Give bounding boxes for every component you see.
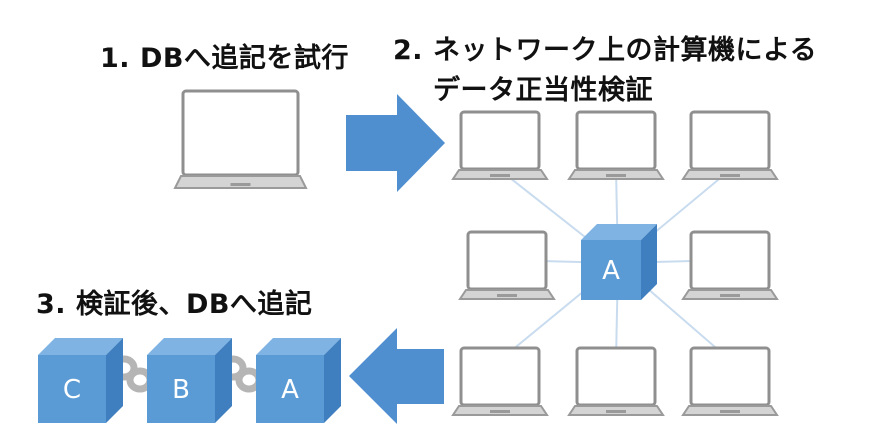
chain-block: A [256, 338, 341, 423]
blocks: A C B A [38, 224, 657, 423]
block-side-face [106, 338, 123, 423]
laptop-trackpad [606, 410, 626, 413]
laptop-node [567, 346, 665, 416]
laptop-trackpad [720, 174, 740, 177]
chain-block: B [147, 338, 232, 423]
laptop-screen [689, 110, 771, 171]
laptop-trackpad [720, 294, 740, 297]
laptop-screen [689, 230, 771, 291]
laptop-trackpad [490, 410, 510, 413]
block-label: A [602, 256, 620, 286]
block-front-face [147, 355, 215, 423]
step3-label: 3. 検証後、DBへ追記 [36, 289, 313, 320]
center-block: A [581, 224, 657, 300]
right-arrow [346, 94, 445, 192]
block-top-face [256, 338, 341, 355]
block-top-face [581, 224, 657, 240]
block-front-face [581, 240, 641, 300]
step2-label-line1: 2. ネットワーク上の計算機による [393, 35, 818, 66]
step1-label: 1. DBへ追記を試行 [100, 43, 349, 74]
laptop-screen [459, 110, 541, 171]
block-label: B [172, 375, 190, 405]
laptop-trackpad [606, 174, 626, 177]
step2-label-line2: データ正当性検証 [433, 75, 653, 106]
block-side-face [641, 224, 657, 300]
laptop-screen [689, 346, 771, 407]
block-front-face [38, 355, 106, 423]
laptop-grid [173, 89, 779, 416]
laptop-node [681, 346, 779, 416]
block-side-face [215, 338, 232, 423]
block-side-face [324, 338, 341, 423]
laptop-node [681, 230, 779, 300]
laptop-base [173, 175, 308, 189]
laptop-node [451, 110, 549, 180]
laptop-screen [575, 110, 657, 171]
laptop-screen [575, 346, 657, 407]
block-top-face [147, 338, 232, 355]
laptop-screen [181, 89, 300, 177]
laptop-node [451, 346, 549, 416]
block-label: C [63, 375, 81, 405]
laptop-node [458, 230, 556, 300]
block-top-face [38, 338, 123, 355]
laptop-trackpad [497, 294, 517, 297]
left-arrow [349, 328, 444, 424]
laptop-screen [459, 346, 541, 407]
block-label: A [281, 375, 299, 405]
chain-block: C [38, 338, 123, 423]
laptop-node [567, 110, 665, 180]
laptop-screen [466, 230, 548, 291]
laptop-sender [173, 89, 308, 189]
laptop-trackpad [490, 174, 510, 177]
laptop-node [681, 110, 779, 180]
block-front-face [256, 355, 324, 423]
laptop-trackpad [230, 183, 251, 186]
laptop-trackpad [720, 410, 740, 413]
